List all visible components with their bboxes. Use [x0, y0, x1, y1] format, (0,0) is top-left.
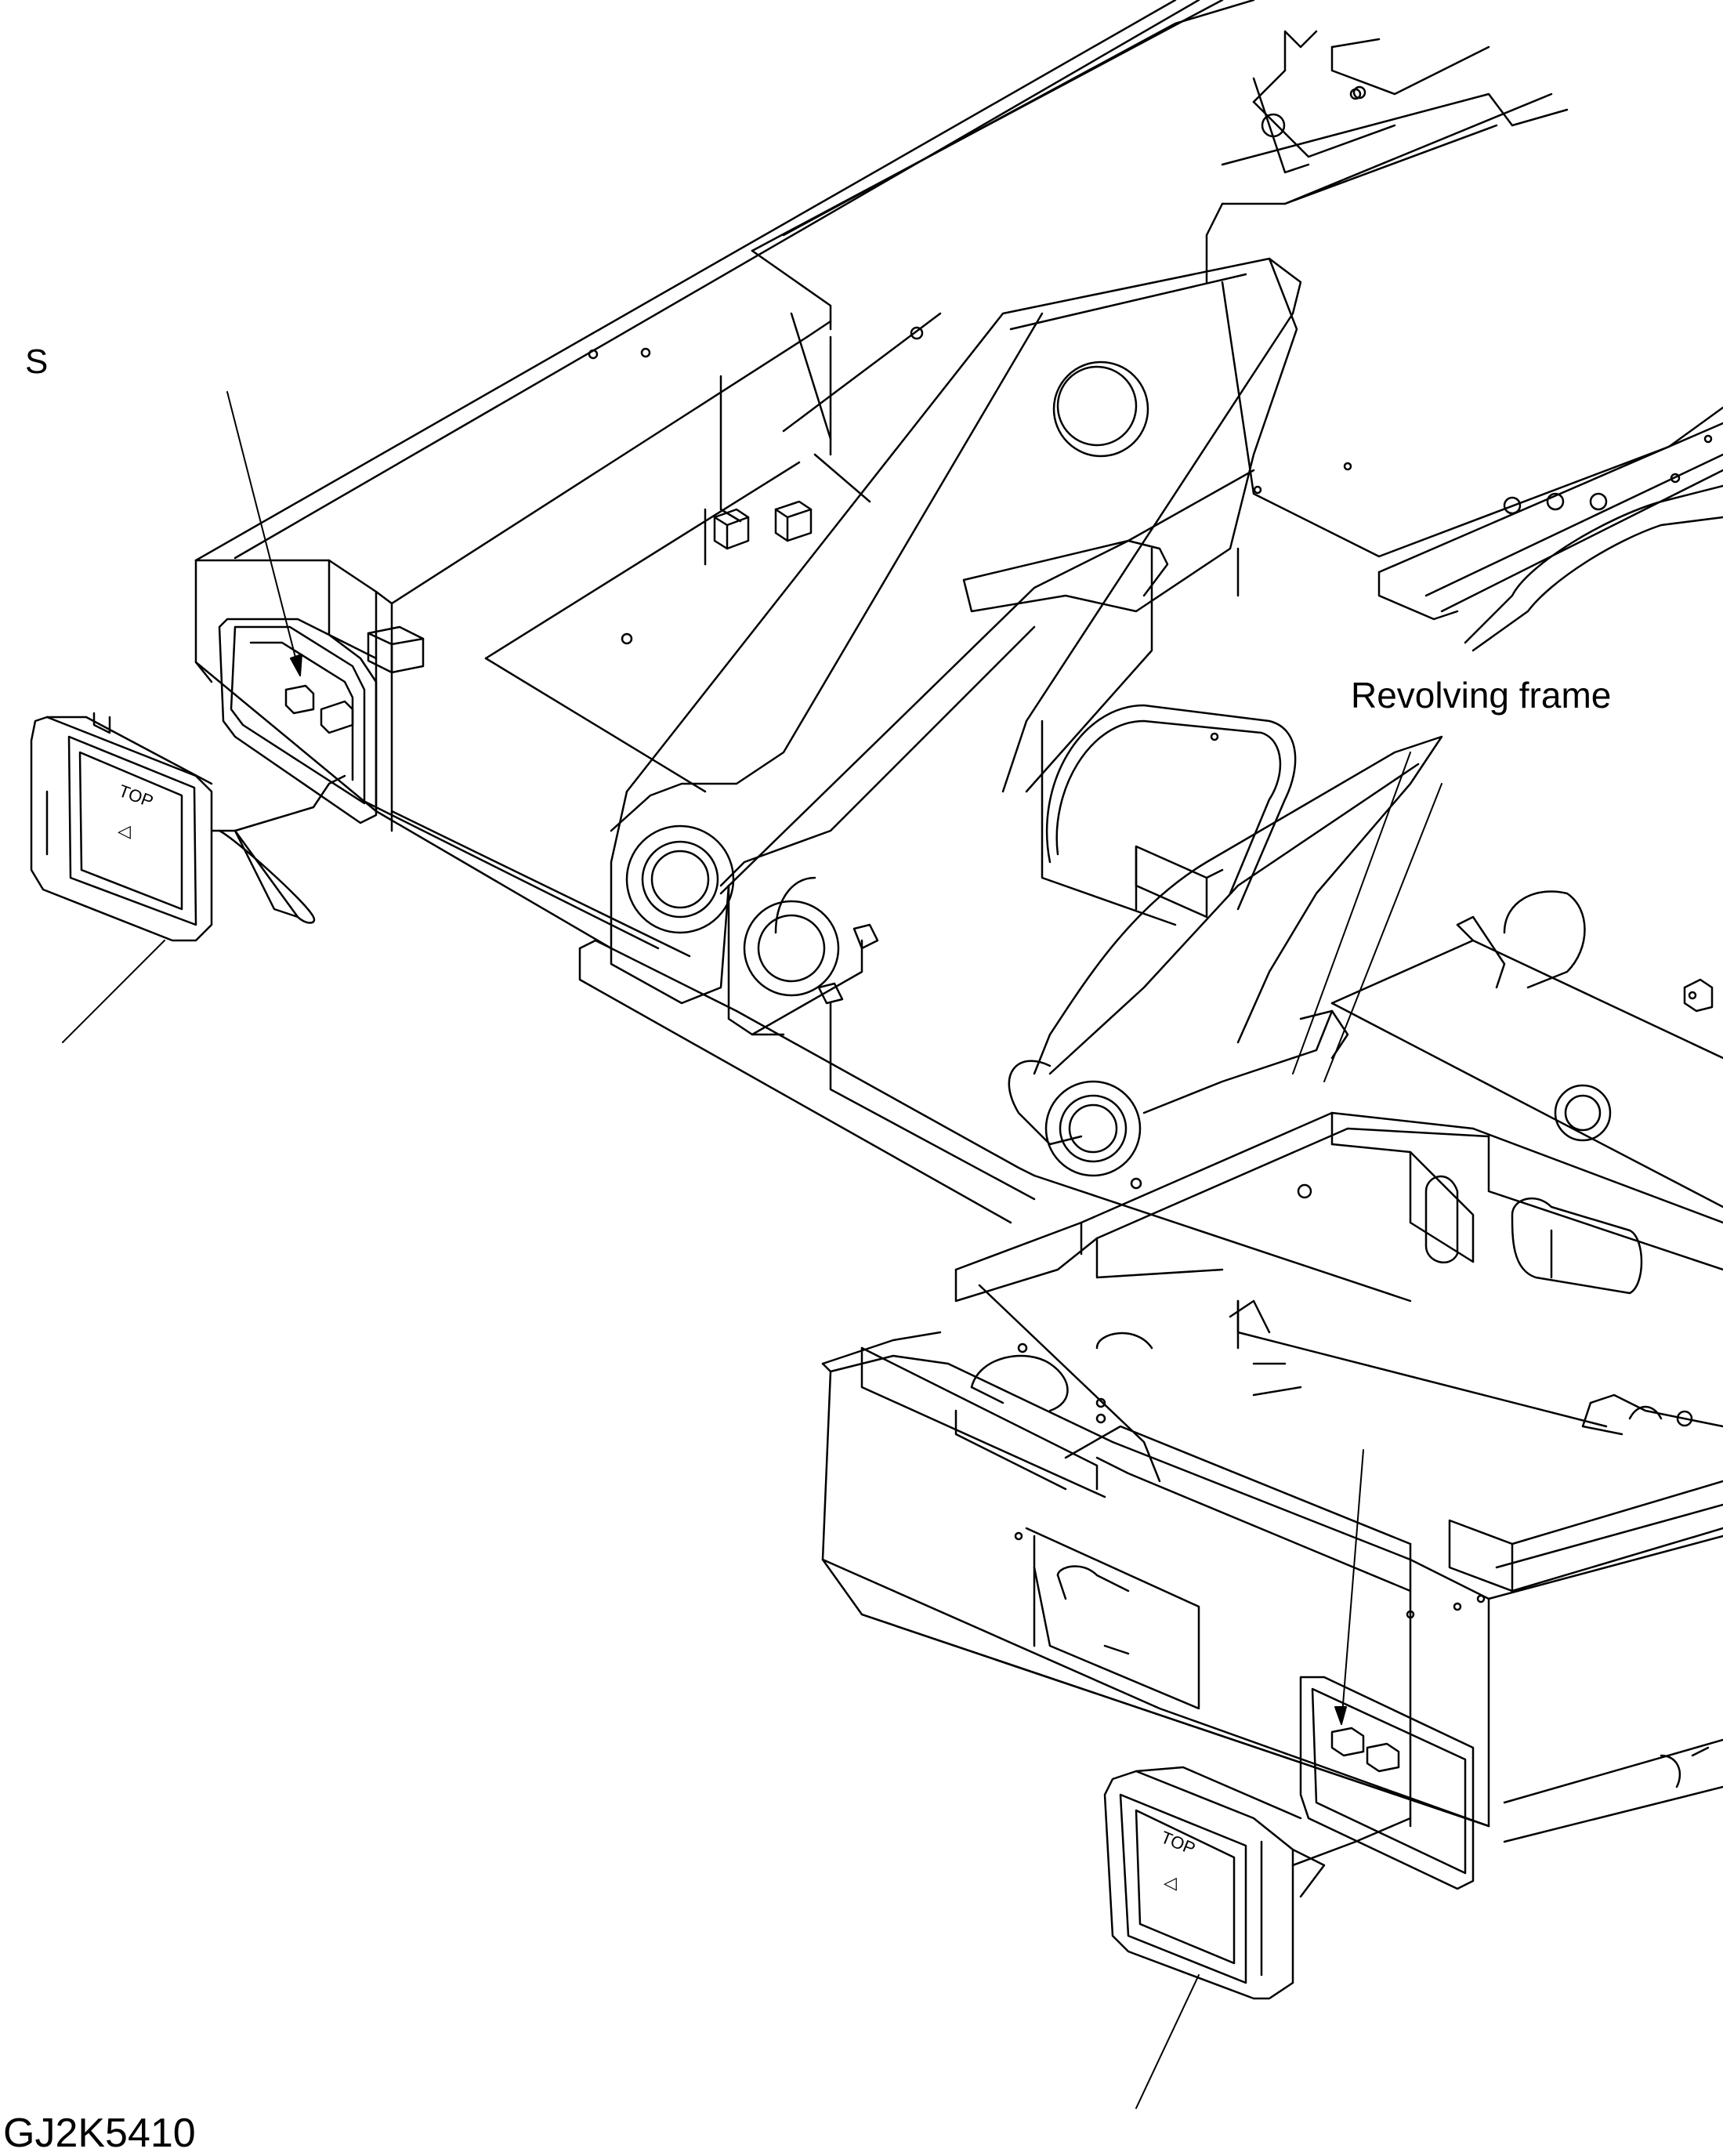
leader-lines	[62, 391, 1442, 2109]
revolving-frame-label: Revolving frame	[1351, 675, 1612, 716]
leader-revolving-1	[1292, 752, 1411, 1074]
central-frame	[1008, 704, 1723, 1208]
upper-right-frame	[782, 0, 1723, 741]
leader-s	[226, 391, 301, 676]
leader-revolving-2	[1323, 783, 1442, 1082]
leader-right-mount	[1341, 1449, 1364, 1725]
left-frame-blocks	[367, 85, 1366, 674]
left-side-frame	[194, 0, 1224, 958]
left-lamp	[30, 712, 346, 942]
right-lamp-mount	[1299, 1676, 1475, 1890]
right-lamp	[1103, 1766, 1412, 2000]
rear-frame	[821, 1111, 1723, 1843]
callout-s-label: S	[25, 342, 49, 381]
left-lamp-mount	[218, 618, 378, 824]
right-lamp-top-text: TOP	[1158, 1827, 1198, 1858]
leader-right-lamp	[1135, 1974, 1200, 2109]
left-lamp-face-text: TOP ◁	[116, 781, 156, 841]
left-lamp-arrow-icon: ◁	[118, 821, 131, 841]
leader-left-lamp	[62, 940, 165, 1043]
drawing-code-label: GJ2K5410	[3, 2111, 196, 2156]
boom-bracket	[578, 257, 1412, 1303]
left-lamp-top-text: TOP	[116, 781, 156, 811]
right-lamp-arrow-icon: ◁	[1164, 1873, 1177, 1893]
